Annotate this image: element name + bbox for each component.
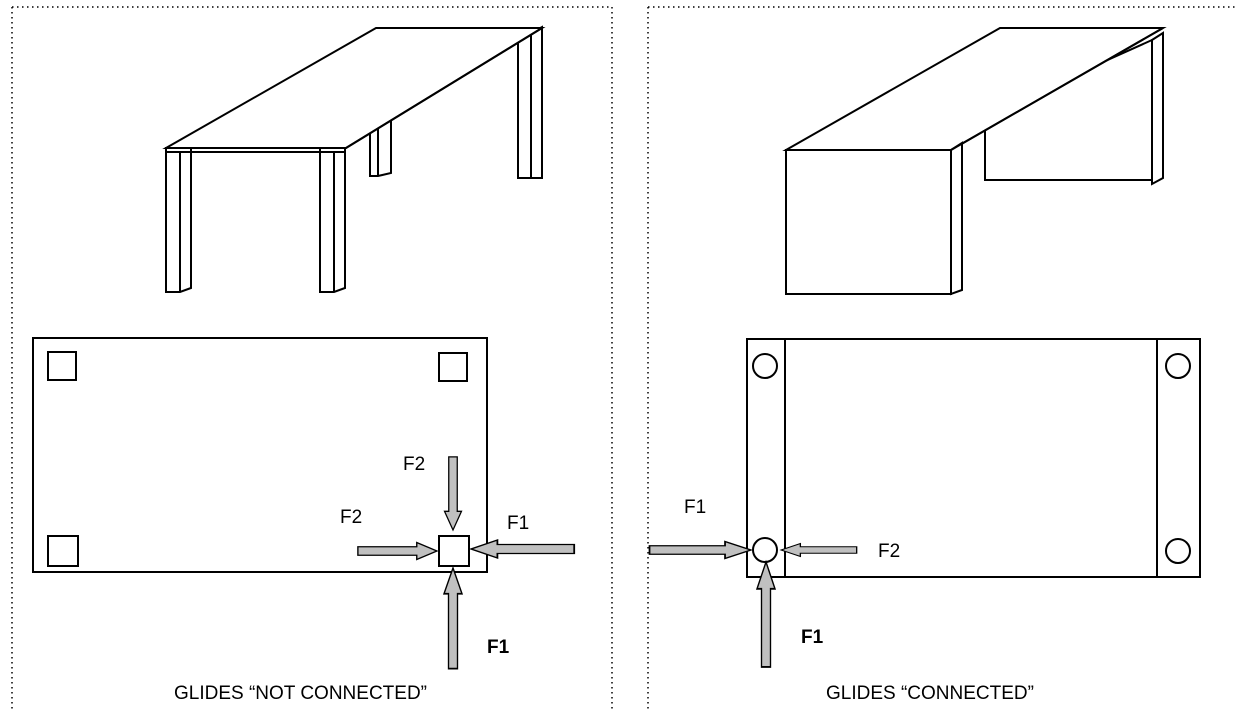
glide-circle	[752, 537, 778, 563]
table-legs-perspective	[162, 25, 546, 293]
label-f2-left: F2	[340, 507, 362, 528]
arrow-f1-up	[443, 567, 463, 670]
plan-view-not-connected	[32, 337, 488, 573]
glide-circle	[1165, 538, 1191, 564]
glide-square	[438, 352, 468, 382]
panel-left-border	[11, 6, 613, 712]
caption-connected: GLIDES “CONNECTED”	[826, 683, 1034, 704]
label-f2-right: F2	[878, 541, 900, 562]
table-panels-perspective	[782, 27, 1167, 296]
label-f1-bottom: F1	[487, 637, 510, 658]
glide-square	[438, 535, 470, 567]
panel-right-border	[647, 6, 1238, 712]
glide-circle	[752, 353, 778, 379]
arrow-f1-right	[648, 540, 752, 560]
glide-square	[47, 351, 77, 381]
glide-circle	[1165, 353, 1191, 379]
plan-view-connected	[746, 338, 1201, 578]
label-f2-top: F2	[403, 454, 425, 475]
label-f1-left: F1	[684, 497, 706, 518]
caption-not-connected: GLIDES “NOT CONNECTED”	[174, 683, 427, 704]
glide-square	[47, 535, 79, 567]
label-f1-right: F1	[507, 513, 529, 534]
label-f1-bottom: F1	[801, 627, 824, 648]
